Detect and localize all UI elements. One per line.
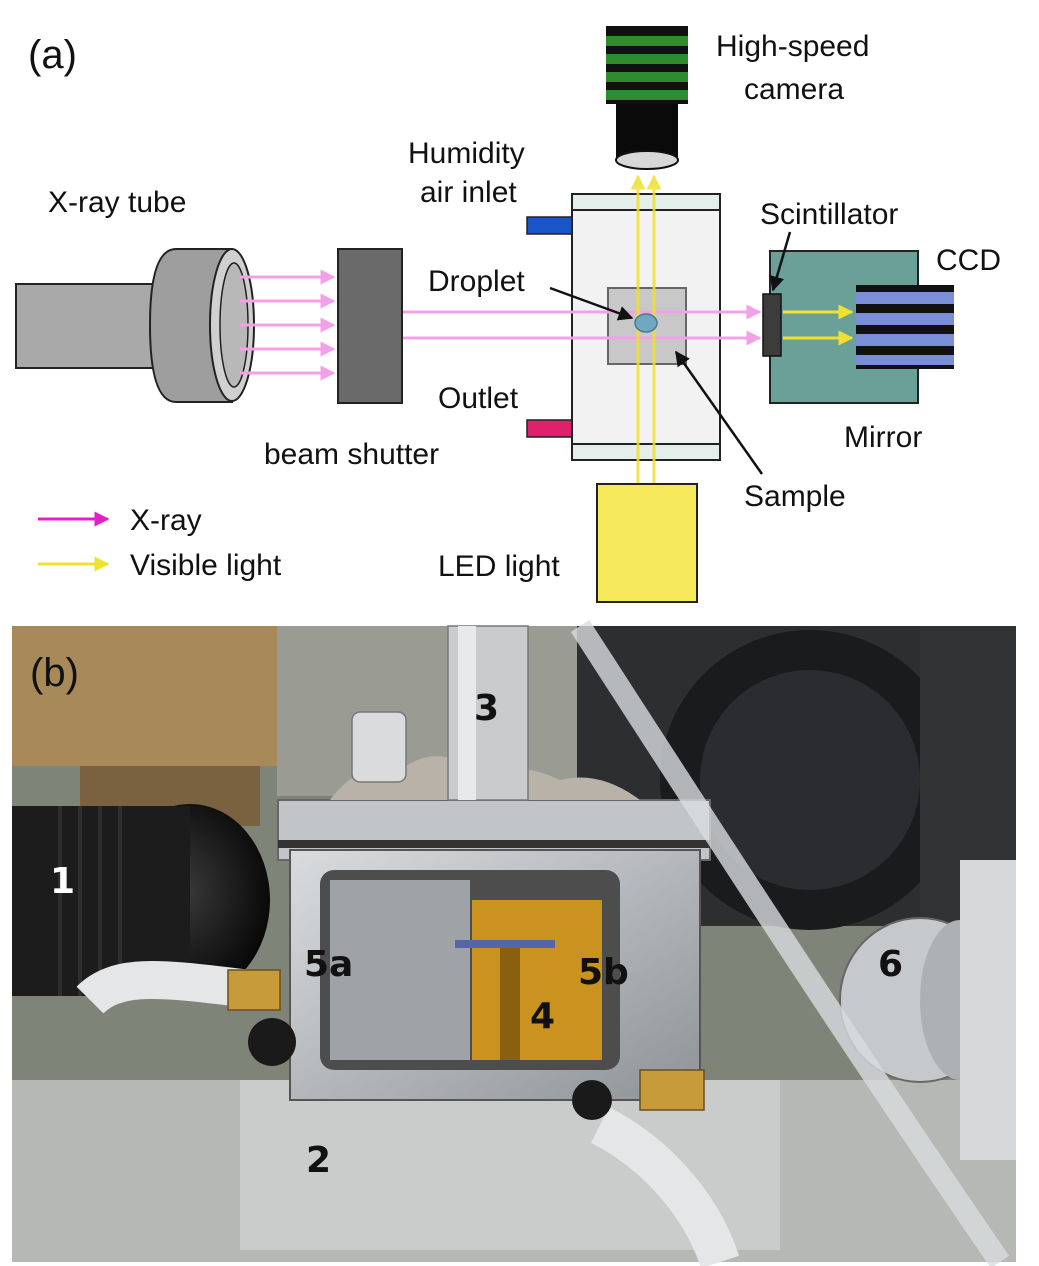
camera-label-line1: High-speed [716, 30, 869, 63]
scintillator-pointer [769, 231, 792, 292]
air-tube [570, 620, 1010, 1266]
legend-visible-label: Visible light [130, 549, 282, 582]
label-3: 3 [474, 688, 499, 729]
sample-pointer [674, 350, 764, 475]
outlet-port [526, 419, 573, 438]
scintillator-label: Scintillator [760, 198, 898, 231]
droplet-label: Droplet [428, 265, 525, 298]
panel-b-photo: (b) 3 1 5a 5b 4 6 2 [12, 620, 1016, 1266]
label-5b: 5b [578, 952, 629, 993]
droplet [634, 313, 658, 333]
label-1: 1 [50, 861, 75, 902]
sample-label: Sample [744, 480, 846, 513]
outlet-tube [590, 1107, 740, 1266]
camera-label-line2: camera [744, 73, 844, 106]
legend-xray-label: X-ray [130, 504, 202, 537]
label-2: 2 [306, 1140, 331, 1181]
humidity-label-line1: Humidity [408, 137, 525, 170]
led-light [596, 483, 698, 603]
beam-shutter-label: beam shutter [264, 438, 439, 471]
sample-substrate [455, 940, 555, 948]
xray-tube-label: X-ray tube [48, 186, 186, 219]
label-5a: 5a [304, 944, 353, 985]
xray-beams-chamber [403, 304, 762, 346]
panel-a-schematic: (a) X-ray tube beam shutter [15, 26, 1001, 603]
mirror-label: Mirror [844, 421, 922, 454]
brass-plate [12, 626, 277, 766]
legend: X-ray Visible light [38, 504, 282, 582]
xray-tube [15, 248, 255, 403]
droplet-pointer [549, 286, 634, 321]
ccd-label: CCD [936, 244, 1001, 277]
panel-a-label: (a) [28, 33, 77, 77]
led-light-label: LED light [438, 550, 560, 583]
scintillator [762, 293, 782, 357]
high-speed-camera [606, 26, 688, 170]
humidity-label-line2: air inlet [420, 176, 517, 209]
label-6: 6 [878, 944, 903, 985]
xray-beams-source [240, 269, 336, 381]
beam-shutter [337, 248, 403, 404]
ccd-detector [762, 250, 954, 404]
label-4: 4 [530, 996, 555, 1037]
panel-b-label: (b) [30, 651, 79, 695]
sample-stage-4 [472, 900, 602, 1060]
outlet-label: Outlet [438, 382, 519, 415]
humidity-inlet-port [526, 216, 573, 235]
